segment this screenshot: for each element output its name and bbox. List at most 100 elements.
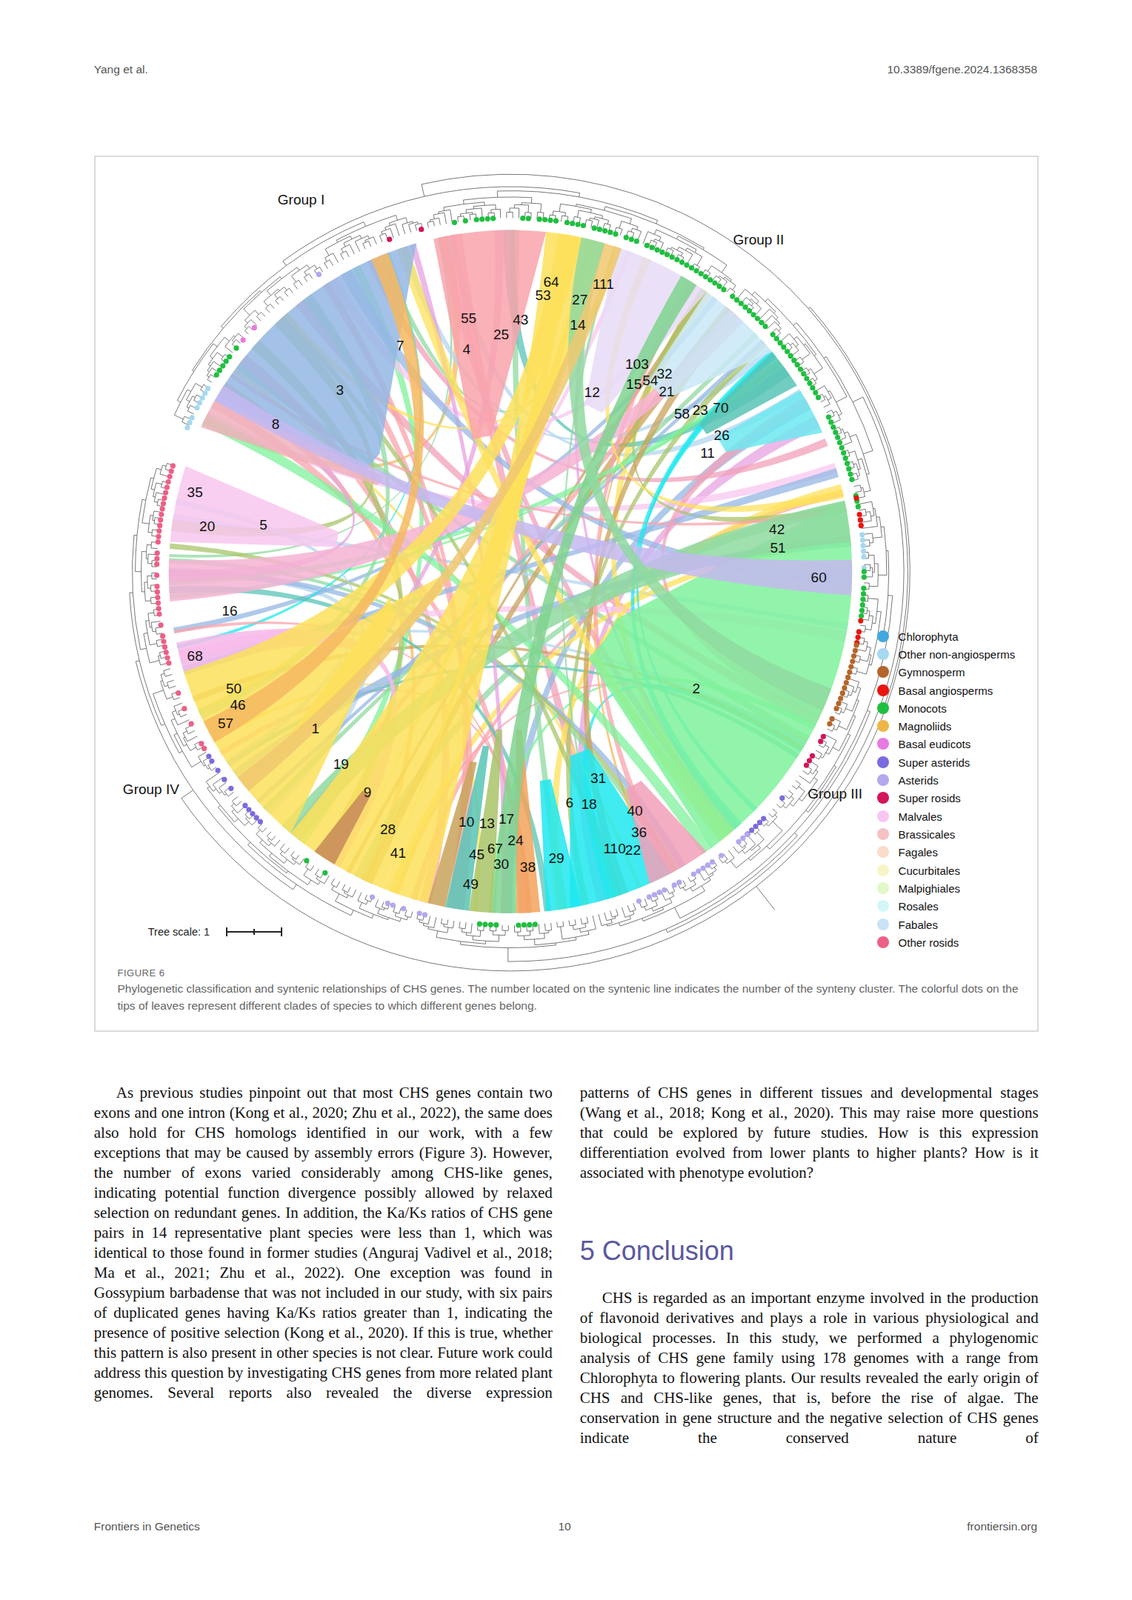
clade-dot	[228, 786, 234, 792]
clade-dot	[575, 221, 581, 227]
clade-dot	[525, 215, 532, 221]
clade-dot	[858, 613, 864, 619]
legend-swatch	[877, 936, 890, 949]
legend-swatch	[877, 737, 890, 750]
clade-dot	[482, 921, 488, 927]
clade-dot	[683, 262, 689, 268]
clade-dot	[649, 245, 655, 251]
cluster-number: 14	[569, 317, 586, 332]
clade-dot	[215, 767, 221, 773]
cluster-number: 50	[225, 680, 242, 695]
group-label: Group I	[277, 191, 325, 206]
legend-swatch	[877, 900, 890, 912]
clade-dot	[856, 628, 862, 635]
cluster-number: 30	[493, 856, 509, 871]
clade-dot	[707, 277, 713, 283]
clade-dot	[205, 754, 212, 760]
clade-dot	[849, 658, 855, 664]
clade-dot	[828, 419, 834, 425]
clade-dot	[860, 591, 867, 597]
cluster-number: 16	[221, 603, 238, 618]
legend-label: Other rosids	[898, 937, 960, 949]
clade-dot	[855, 503, 861, 509]
clade-dot	[826, 414, 832, 421]
clade-dot	[646, 894, 652, 900]
clade-dot	[254, 814, 260, 821]
cluster-number: 43	[512, 312, 529, 327]
clade-dot	[738, 300, 744, 306]
clade-dot	[857, 517, 864, 523]
clade-dot	[853, 495, 859, 501]
clade-dot	[257, 819, 263, 825]
clade-dot	[644, 242, 650, 249]
cluster-number: 7	[396, 337, 405, 352]
legend-swatch	[877, 918, 890, 931]
clade-dot	[623, 234, 629, 241]
cluster-number: 21	[658, 383, 675, 398]
clade-dot	[859, 608, 865, 614]
clade-dot	[155, 539, 161, 545]
clade-dot	[857, 511, 863, 518]
clade-dot	[757, 820, 763, 826]
clade-dot	[841, 685, 847, 691]
clade-dot	[197, 400, 203, 406]
legend-swatch	[877, 882, 890, 895]
clade-dot	[249, 811, 255, 817]
clade-dot	[746, 308, 752, 314]
clade-dot	[703, 274, 709, 280]
clade-dot	[580, 222, 587, 229]
clade-dot	[860, 602, 866, 608]
clade-dot	[184, 425, 190, 431]
clade-dot	[569, 220, 575, 226]
clade-dot	[651, 891, 658, 898]
clade-dot	[181, 706, 187, 712]
clade-dot	[155, 534, 161, 540]
cluster-number: 53	[535, 288, 552, 303]
clade-dot	[803, 763, 809, 769]
clade-dot	[754, 315, 761, 321]
clade-dot	[162, 644, 168, 650]
tree-scale-bar	[226, 927, 282, 937]
clade-dot	[493, 922, 499, 928]
legend-swatch	[877, 791, 890, 804]
clade-dot	[474, 217, 480, 223]
clade-dot	[157, 517, 163, 523]
body-paragraph: CHS is regarded as an important enzyme i…	[580, 1288, 1039, 1449]
cluster-number: 10	[458, 814, 475, 829]
legend-swatch	[877, 702, 890, 715]
clade-dot	[553, 218, 559, 224]
clade-dot	[742, 304, 748, 310]
clade-dot	[860, 548, 867, 555]
clade-dot	[760, 816, 767, 822]
cluster-number: 54	[642, 372, 658, 387]
cluster-number: 42	[768, 521, 785, 536]
cluster-number: 11	[700, 445, 715, 460]
clade-dot	[157, 523, 163, 529]
cluster-number: 26	[714, 428, 730, 443]
clade-dot	[803, 375, 809, 381]
clade-dot	[800, 371, 807, 377]
cluster-number: 24	[507, 833, 524, 848]
footer-site: frontiersin.org	[966, 1520, 1038, 1535]
clade-dot	[154, 594, 161, 601]
synteny-ribbons	[168, 230, 852, 914]
cluster-number: 58	[674, 406, 690, 421]
clade-dot	[664, 251, 670, 258]
clade-dot	[303, 857, 309, 864]
clade-dot	[158, 511, 164, 518]
clade-dot	[532, 921, 538, 927]
clade-dot	[709, 859, 715, 865]
cluster-number: 18	[581, 796, 598, 811]
clade-dot	[521, 922, 527, 928]
group-label: Group II	[733, 231, 785, 246]
clade-dot	[154, 550, 161, 556]
legend-label: Brassicales	[898, 828, 956, 841]
clade-dot	[661, 887, 667, 893]
clade-dot	[809, 753, 815, 759]
synteny-ribbon	[291, 238, 605, 868]
clade-dot	[200, 395, 206, 401]
clade-dot	[205, 385, 211, 392]
legend-label: Super rosids	[898, 792, 961, 804]
legend-swatch	[877, 684, 890, 697]
clade-dot	[164, 654, 170, 661]
